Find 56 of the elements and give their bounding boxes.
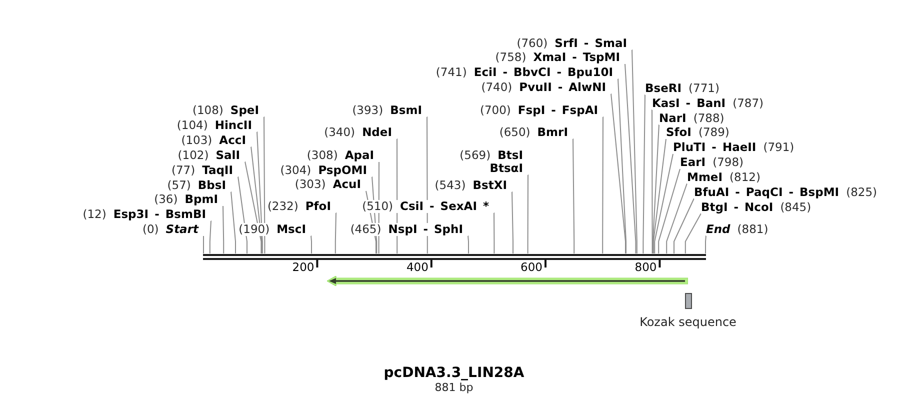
leader-line [642,94,646,254]
dna-backbone [203,254,706,260]
leader-line [334,212,336,254]
leader-line [674,198,694,254]
leader-line [652,124,660,254]
cut-site-label: MmeI (812) [687,170,760,184]
leader-line [572,138,575,254]
leader-line [666,183,688,254]
tick-label: 400 [406,260,428,274]
leader-line [256,131,263,254]
cut-site-label: BfuAI - PaqCI - BspMI (825) [694,186,878,198]
cut-site-label: KasI - BanI (787) [652,96,764,110]
tick-label: 200 [292,260,314,274]
leader-line [618,78,626,254]
cut-site-label: BtgI - NcoI (845) [701,200,812,214]
sequence-feature [327,276,688,286]
leader-line [632,49,638,254]
leader-line [209,220,212,254]
leader-line [610,93,626,254]
feature-label: Kozak sequence [640,315,736,329]
cut-site-label: EarI (798) [680,156,744,169]
cut-site-label: NarI (788) [659,112,724,124]
leader-line [658,168,680,254]
leader-line [264,116,266,254]
cut-site-label: SfoI (789) [666,126,730,139]
cut-site-label: BseRI (771) [645,82,720,94]
leader-line [230,191,236,254]
cut-site-label: (465) NspI - SphI [350,222,468,236]
cut-site-label: (741) EciI - BbvCI - Bpu10I [436,66,618,78]
sequence-end-label: End (881) [706,222,768,236]
cut-site-label: (12) Esp3I - BsmBI [82,208,211,220]
leader-line [468,235,469,254]
cut-site-label: (304) PspOMI [280,164,372,176]
leader-line [684,213,702,254]
map-caption: 881 bp [434,381,474,394]
leader-line [527,174,528,254]
cut-site-label: (77) TaqII [171,164,238,176]
leader-line [654,154,674,254]
tick-label: 800 [634,260,657,274]
leader-line [512,191,514,254]
leader-line [203,235,204,254]
leader-line [250,146,262,254]
cut-site-label: (108) SpeI [192,104,264,116]
feature-box [684,293,692,309]
leader-line [705,235,706,254]
map-title: pcDNA3.3_LIN28A [384,365,524,381]
leader-line [310,235,312,254]
leader-line [652,109,653,254]
leader-line [222,206,224,254]
leader-line [624,64,636,254]
leader-line [652,138,666,254]
cut-site-label: PluTI - HaeII (791) [673,141,794,154]
cut-site-label: (700) FspI - FspAI [480,104,603,116]
leader-line [602,116,604,254]
leader-line [494,212,495,254]
tick-label: 600 [520,260,542,274]
